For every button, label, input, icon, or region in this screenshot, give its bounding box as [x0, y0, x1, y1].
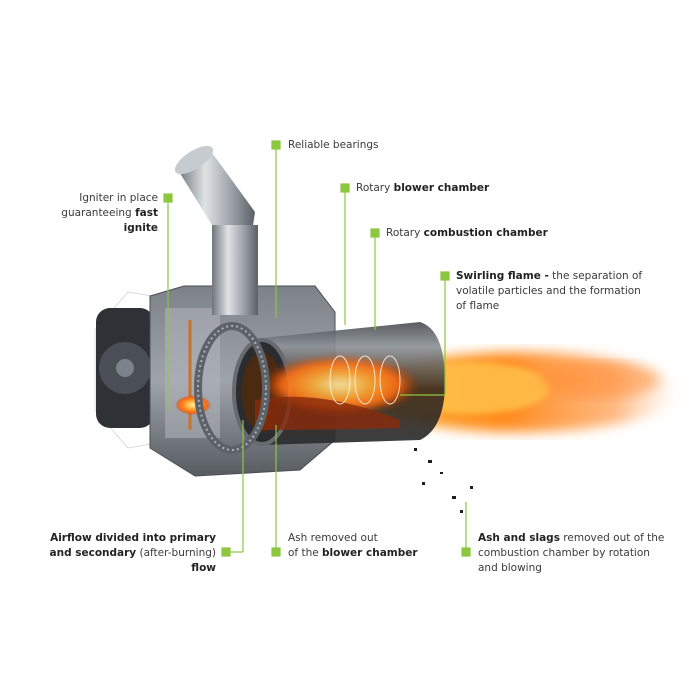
callout-ash: Ash removed out of the blower chamber	[288, 531, 418, 561]
flame-line2: volatile particles and the formation	[456, 285, 641, 297]
igniter-bold: fast ignite	[123, 207, 158, 234]
exhaust-pipe	[174, 145, 258, 315]
callout-igniter: Igniter in place guaranteeing fast ignit…	[40, 191, 158, 236]
swirl-rings	[329, 355, 401, 405]
slags-bold: Ash and slags	[478, 532, 560, 544]
callout-flame: Swirling flame - the separation of volat…	[456, 269, 686, 314]
fan-motor	[96, 308, 154, 428]
blower-marker	[340, 183, 350, 193]
airflow-bold1: and secondary	[49, 547, 137, 559]
airflow-line1: Airflow divided into primary	[50, 532, 216, 544]
ash-line1: Ash removed out	[288, 532, 378, 544]
combustion-text: Rotary	[386, 227, 424, 239]
igniter-line2: guaranteeing	[61, 207, 136, 219]
falling-ash	[414, 448, 473, 513]
blower-text: Rotary	[356, 182, 394, 194]
callout-leaders	[163, 140, 471, 557]
combustion-bold: combustion chamber	[423, 227, 548, 239]
callout-blower: Rotary blower chamber	[356, 181, 489, 196]
igniter-marker	[163, 193, 173, 203]
slags-line2: combustion chamber by rotation	[478, 547, 650, 559]
igniter-line1: Igniter in place	[79, 192, 158, 204]
front-ring-gear	[194, 322, 270, 454]
callout-combustion: Rotary combustion chamber	[386, 226, 548, 241]
airflow-mid: (after-burning)	[136, 547, 216, 559]
ash-line2: of the	[288, 547, 323, 559]
callout-airflow: Airflow divided into primary and seconda…	[40, 531, 216, 576]
slags-marker	[461, 547, 471, 557]
flame-marker	[440, 271, 450, 281]
burning-pellets	[255, 355, 418, 430]
airflow-bold2: flow	[191, 562, 216, 574]
ash-marker	[271, 547, 281, 557]
callout-bearings: Reliable bearings	[288, 138, 379, 153]
blower-bold: blower chamber	[393, 182, 490, 194]
ash-bold: blower chamber	[322, 547, 418, 559]
igniter-glow	[175, 395, 211, 415]
flame-line1: the separation of	[548, 270, 643, 282]
callout-slags: Ash and slags removed out of the combust…	[478, 531, 688, 576]
flame-bold: Swirling flame -	[456, 270, 549, 282]
slags-line1: removed out of the	[559, 532, 665, 544]
slags-line3: and blowing	[478, 562, 542, 574]
airflow-marker	[221, 547, 231, 557]
flame-line3: of flame	[456, 300, 500, 312]
combustion-marker	[370, 228, 380, 238]
bearings-text: Reliable bearings	[288, 139, 379, 151]
bearings-marker	[271, 140, 281, 150]
